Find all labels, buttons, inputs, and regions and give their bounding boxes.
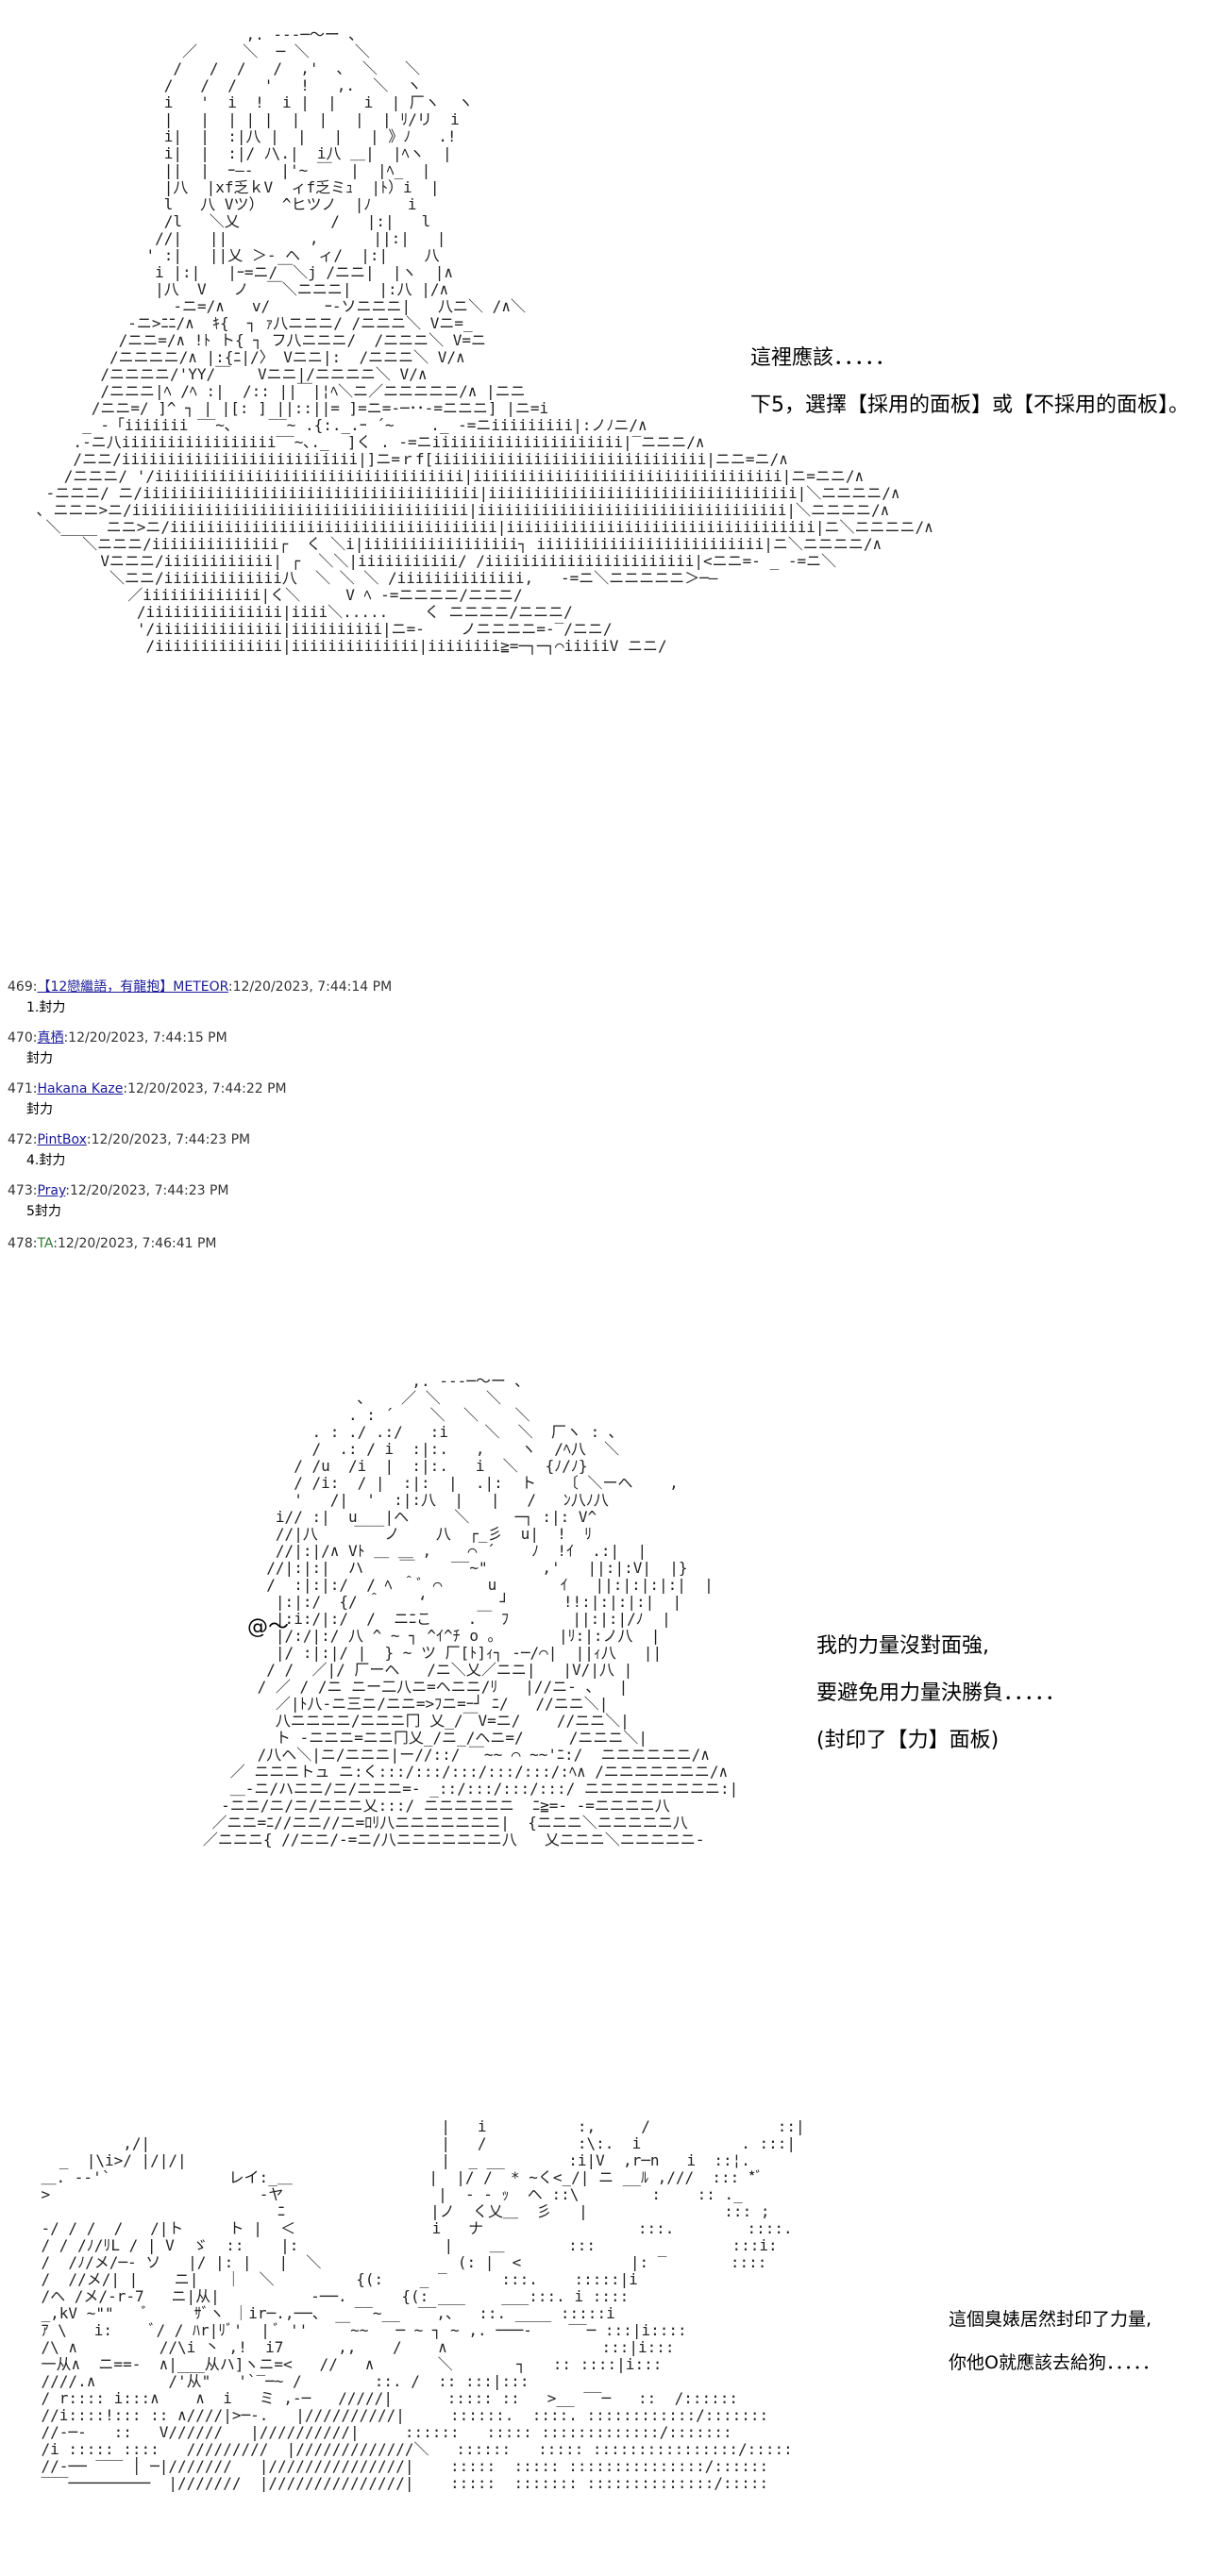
panel1-dialog: 這裡應該．．．．． 下5，選擇【採用的面板】或【不採用的面板】。 [750, 335, 1189, 429]
thought-mark: @～ [247, 1615, 290, 1639]
poster-name-link[interactable]: Hakana Kaze [37, 1081, 124, 1096]
poster-name-link[interactable]: 【12戀繼語，有龍抱】METEOR [37, 979, 228, 995]
post-body: 4.封力 [26, 1153, 66, 1168]
post-header: 473:Pray:12/20/2023, 7:44:23 PM [8, 1181, 668, 1200]
post-number: 473: [8, 1183, 38, 1198]
ascii-art-girl-2: ,. -‐‐─～ー ､ ､ ／ ＼ ＼ . : ´ ＼ ＼ ＼ . : ./ .… [202, 1372, 739, 1848]
poster-name-link[interactable]: 真栖 [37, 1030, 64, 1045]
ascii-art-girl-1: ,. -‐‐─～ー ､ ／ ＼ ─ ＼ ＼ / / / / ,' ､ ＼ ＼ /… [36, 25, 933, 655]
panel3-dialog: 這個臭婊居然封印了力量, 你他O就應該去給狗．．．．． [949, 2298, 1160, 2384]
poster-name-link[interactable]: PintBox [37, 1132, 87, 1147]
post-number: 471: [8, 1081, 38, 1096]
post-header: 471:Hakana Kaze:12/20/2023, 7:44:22 PM [8, 1079, 668, 1098]
panel2-dialog: 我的力量沒對面強, 要避免用力量決勝負．．．．． (封印了【力】面板) [816, 1623, 1066, 1765]
dialog-line: 我的力量沒對面強, [816, 1634, 989, 1658]
dialog-line: 下5，選擇【採用的面板】或【不採用的面板】。 [750, 393, 1189, 417]
ascii-art-scene-3: | i :, / ::| ,/| | / :\:. i . :::| _ |\i… [41, 2117, 805, 2492]
post-header: 469:【12戀繼語，有龍抱】METEOR:12/20/2023, 7:44:1… [8, 978, 668, 996]
post-number: 469: [8, 979, 38, 995]
reply-post: 471:Hakana Kaze:12/20/2023, 7:44:22 PM 封… [8, 1079, 668, 1121]
post-body: 1.封力 [26, 1000, 66, 1015]
post-number: 478: [8, 1236, 38, 1251]
dialog-line: 你他O就應該去給狗．．．．． [949, 2352, 1160, 2373]
post-header: 470:真栖:12/20/2023, 7:44:15 PM [8, 1029, 668, 1047]
reply-post: 473:Pray:12/20/2023, 7:44:23 PM 5封力 [8, 1181, 668, 1223]
dialog-line: 要避免用力量決勝負．．．．． [816, 1681, 1067, 1705]
post-body: 5封力 [26, 1204, 61, 1219]
post-time: :12/20/2023, 7:46:41 PM [53, 1236, 217, 1251]
post-time: :12/20/2023, 7:44:15 PM [63, 1030, 227, 1045]
dialog-line: 這個臭婊居然封印了力量, [949, 2309, 1152, 2330]
reply-list: 469:【12戀繼語，有龍抱】METEOR:12/20/2023, 7:44:1… [8, 978, 668, 1255]
reply-post-last: 478:TA:12/20/2023, 7:46:41 PM [8, 1232, 668, 1255]
post-time: :12/20/2023, 7:44:23 PM [65, 1183, 229, 1198]
poster-name: TA [37, 1236, 54, 1251]
reply-post: 472:PintBox:12/20/2023, 7:44:23 PM 4.封力 [8, 1130, 668, 1172]
post-time: :12/20/2023, 7:44:14 PM [227, 979, 393, 995]
poster-name-link[interactable]: Pray [37, 1183, 66, 1198]
dialog-line: 這裡應該．．．．． [750, 346, 897, 370]
dialog-line: (封印了【力】面板) [816, 1729, 1000, 1752]
reply-post: 469:【12戀繼語，有龍抱】METEOR:12/20/2023, 7:44:1… [8, 978, 668, 1019]
post-body: 封力 [26, 1051, 53, 1066]
post-time: :12/20/2023, 7:44:22 PM [123, 1081, 287, 1096]
post-number: 470: [8, 1030, 38, 1045]
post-body: 封力 [26, 1102, 53, 1117]
post-number: 472: [8, 1132, 38, 1147]
post-header: 472:PintBox:12/20/2023, 7:44:23 PM [8, 1130, 668, 1149]
reply-post: 470:真栖:12/20/2023, 7:44:15 PM 封力 [8, 1029, 668, 1070]
post-time: :12/20/2023, 7:44:23 PM [86, 1132, 251, 1147]
